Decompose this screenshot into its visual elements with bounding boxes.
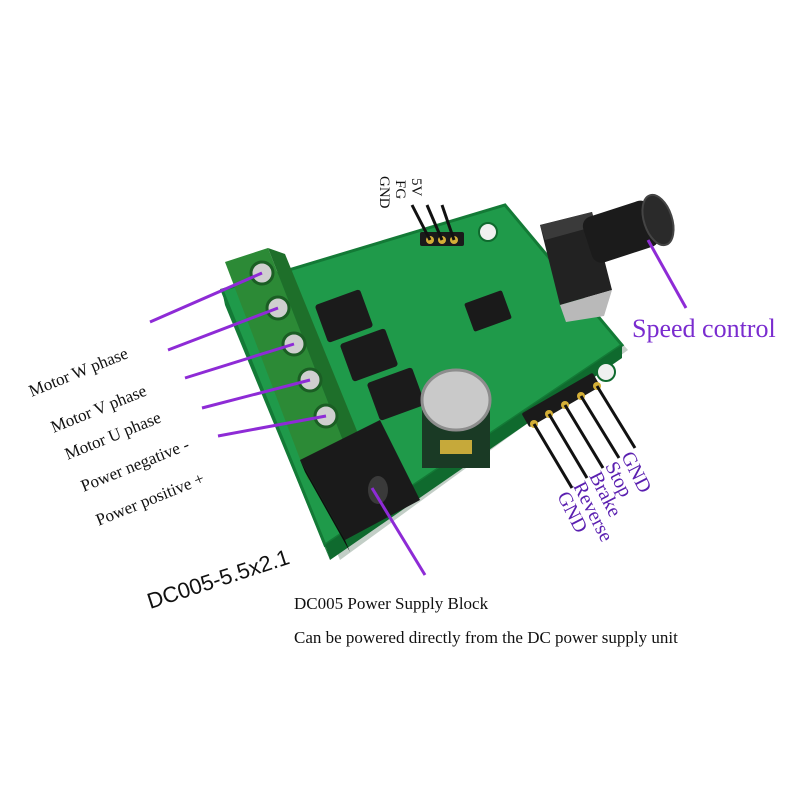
leader-dc-jack — [370, 487, 427, 576]
capacitor — [420, 368, 492, 468]
mosfets — [315, 289, 425, 421]
potentiometer — [540, 193, 675, 322]
label-speed-control: Speed control — [632, 314, 776, 343]
mounting-hole — [596, 362, 616, 382]
leader-speed — [646, 239, 688, 309]
mounting-hole — [478, 222, 498, 242]
pin-lines — [410, 204, 637, 489]
dc-jack — [300, 420, 420, 552]
leader-power-pos — [217, 414, 327, 438]
leader-power-neg — [201, 378, 311, 410]
leader-lines — [149, 239, 688, 576]
dc-block-title: DC005 Power Supply Block — [294, 594, 489, 613]
label-top-pin-5v: 5V — [408, 178, 424, 197]
label-top-pin-gnd: GND — [376, 176, 392, 209]
driver-ic — [464, 290, 512, 332]
screw-terminal-block — [225, 248, 368, 480]
leader-motor-w — [149, 271, 263, 324]
leader-motor-v — [167, 306, 279, 352]
dc-block-description: Can be powered directly from the DC powe… — [294, 628, 678, 647]
label-top-pin-fg: FG — [392, 180, 408, 200]
leader-motor-u — [184, 342, 295, 380]
